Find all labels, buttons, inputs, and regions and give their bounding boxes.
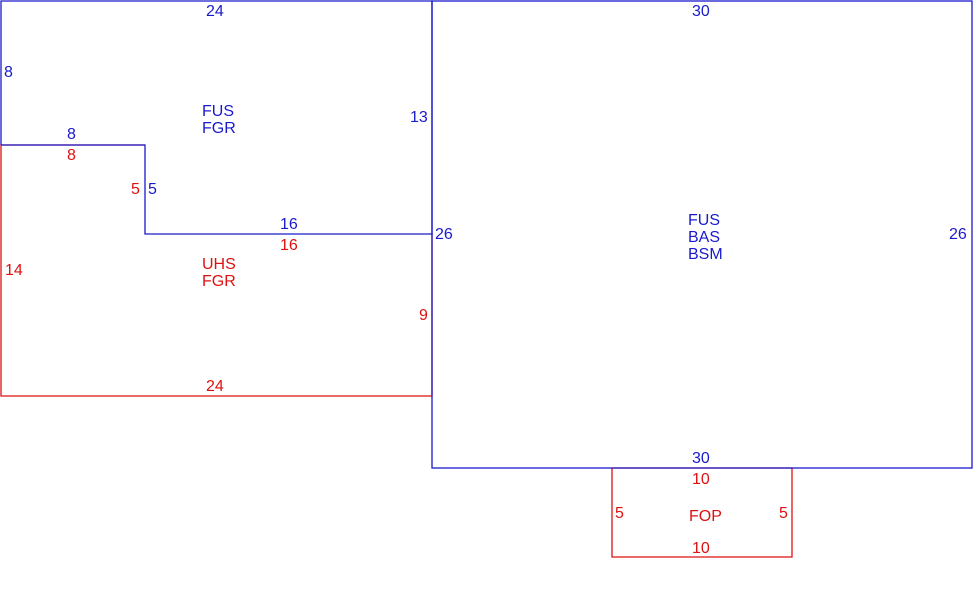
dim-ul-step-top: 8 — [67, 126, 76, 143]
dim-ul-top: 24 — [206, 3, 224, 20]
dim-ul-left: 8 — [4, 64, 13, 81]
dim-ll-left: 14 — [5, 262, 23, 279]
dim-ll-step-side: 5 — [131, 181, 140, 198]
upper-left-area-code-1: FUS — [202, 103, 234, 120]
dim-ul-inner: 16 — [280, 216, 298, 233]
dim-main-left: 26 — [435, 226, 453, 243]
dim-ll-inner: 16 — [280, 237, 298, 254]
main-area-code-2: BAS — [688, 229, 720, 246]
lower-left-area-code-2: FGR — [202, 273, 236, 290]
dim-porch-bottom: 10 — [692, 540, 710, 557]
dim-ul-step-side: 5 — [148, 181, 157, 198]
dim-main-top: 30 — [692, 3, 710, 20]
dim-main-right: 26 — [949, 226, 967, 243]
main-area-outline — [431, 0, 973, 469]
porch-area-code: FOP — [689, 508, 722, 525]
dim-ll-step-top: 8 — [67, 147, 76, 164]
upper-left-area-code-2: FGR — [202, 120, 236, 137]
dim-porch-top: 10 — [692, 471, 710, 488]
dim-main-bottom: 30 — [692, 450, 710, 467]
main-area-code-3: BSM — [688, 246, 723, 263]
dim-ll-bottom: 24 — [206, 378, 224, 395]
main-area-code-1: FUS — [688, 212, 720, 229]
dim-porch-right: 5 — [779, 505, 788, 522]
dim-ul-right: 13 — [410, 109, 428, 126]
dim-ll-right: 9 — [419, 307, 428, 324]
dim-porch-left: 5 — [615, 505, 624, 522]
lower-left-area-code-1: UHS — [202, 256, 236, 273]
